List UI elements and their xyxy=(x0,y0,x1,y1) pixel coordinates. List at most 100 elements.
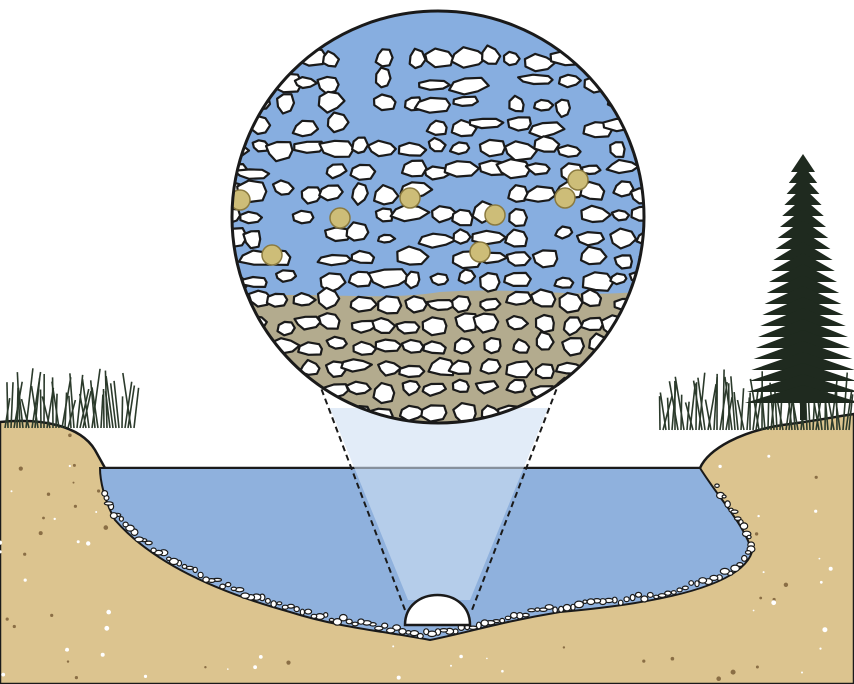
gravel-pebble xyxy=(630,595,635,601)
sand-speck xyxy=(75,676,78,679)
magnified-pebble xyxy=(638,404,661,421)
gravel-pebble xyxy=(266,599,271,604)
grass-blade xyxy=(668,398,669,430)
magnified-pebble xyxy=(298,342,322,355)
gravel-pebble xyxy=(575,601,584,608)
gravel-pebble xyxy=(740,523,747,529)
sand-speck xyxy=(814,510,817,513)
sand-speck xyxy=(392,645,394,647)
magnified-pebble xyxy=(583,272,614,291)
magnified-pebble xyxy=(277,94,294,113)
magnified-pebble xyxy=(374,95,396,111)
sand-speck xyxy=(69,465,71,467)
magnified-pebble xyxy=(402,340,423,353)
sand-speck xyxy=(286,661,290,665)
magnified-pebble xyxy=(352,251,374,263)
grass-blade xyxy=(660,393,666,430)
magnified-pebble xyxy=(219,404,244,423)
gravel-pebble xyxy=(571,604,575,610)
gravel-pebble xyxy=(469,626,477,629)
magnified-pebble xyxy=(509,209,527,226)
gravel-pebble xyxy=(387,628,395,633)
magnified-pebble xyxy=(480,140,505,156)
gravel-pebble xyxy=(424,629,429,635)
gravel-pebble xyxy=(151,548,156,553)
gravel-pebble xyxy=(104,502,113,505)
grass-blade xyxy=(101,395,103,428)
sand-speck xyxy=(486,658,488,660)
pine-tree xyxy=(745,154,854,420)
magnified-pebble xyxy=(506,361,532,377)
gravel-pebble xyxy=(271,601,276,607)
sand-speck xyxy=(815,476,818,479)
gravel-pebble xyxy=(587,599,595,605)
gravel-pebble xyxy=(683,586,689,590)
sand-speck xyxy=(11,490,13,492)
sand-speck xyxy=(757,515,759,517)
magnified-pebble xyxy=(614,361,637,377)
sand-speck xyxy=(829,567,833,571)
gravel-pebble xyxy=(636,592,642,597)
gravel-pebble xyxy=(226,583,231,587)
grass-blade xyxy=(65,393,67,428)
magnified-pebble xyxy=(639,385,660,402)
sand-speck xyxy=(753,610,755,612)
sand-speck xyxy=(450,665,452,667)
magnified-pebble xyxy=(273,381,299,398)
gravel-pebble xyxy=(119,517,123,522)
sand-speck xyxy=(39,531,43,535)
gravel-pebble xyxy=(677,588,682,592)
sand-speck xyxy=(731,670,736,675)
magnified-pebble xyxy=(351,165,376,180)
sand-speck xyxy=(101,653,105,657)
magnified-pebble xyxy=(406,272,420,289)
gravel-pebble xyxy=(110,513,117,519)
gravel-pebble xyxy=(294,607,299,612)
grass-blade xyxy=(723,370,724,430)
magnified-pebble xyxy=(347,382,371,394)
magnified-pebble xyxy=(452,210,472,225)
magnified-pebble xyxy=(265,408,290,421)
magnified-pebble xyxy=(318,255,351,265)
magnified-pebble xyxy=(376,68,391,88)
magnified-pebble xyxy=(244,53,272,72)
grass-blade xyxy=(122,396,123,428)
sand-speck xyxy=(68,434,72,438)
sand-speck xyxy=(104,626,109,631)
gravel-pebble xyxy=(277,602,282,605)
gravel-pebble xyxy=(720,568,729,574)
magnified-pebble xyxy=(251,343,268,355)
sand-speck xyxy=(1,673,5,677)
gravel-pebble xyxy=(135,537,143,542)
sand-speck xyxy=(563,646,565,648)
magnified-pebble xyxy=(216,113,250,132)
magnified-pebble xyxy=(352,138,368,153)
grass-blade xyxy=(7,382,8,428)
magnified-pebble xyxy=(218,336,236,354)
gravel-pebble xyxy=(535,608,540,611)
particle xyxy=(330,208,350,228)
sand-speck xyxy=(397,676,401,680)
gravel-pebble xyxy=(333,619,341,626)
gravel-pebble xyxy=(722,495,726,498)
sand-speck xyxy=(459,655,463,659)
sand-speck xyxy=(74,505,77,508)
sand-speck xyxy=(24,579,27,582)
magnified-pebble xyxy=(580,52,598,61)
magnified-pebble xyxy=(631,117,665,130)
gravel-pebble xyxy=(203,577,209,582)
magnified-pebble xyxy=(633,47,660,67)
sand-speck xyxy=(47,493,50,496)
magnified-pebble xyxy=(611,381,635,399)
gravel-pebble xyxy=(329,618,334,621)
grass-blade xyxy=(134,388,139,428)
sand-speck xyxy=(19,467,23,471)
gravel-pebble xyxy=(375,626,383,630)
magnified-pebble xyxy=(267,294,287,307)
magnified-pebble xyxy=(480,273,499,292)
gravel-pebble xyxy=(715,484,719,487)
magnified-pebble xyxy=(589,361,613,377)
magnified-pebble xyxy=(610,274,626,285)
magnified-pebble xyxy=(250,402,268,416)
magnified-pebble xyxy=(558,145,581,157)
